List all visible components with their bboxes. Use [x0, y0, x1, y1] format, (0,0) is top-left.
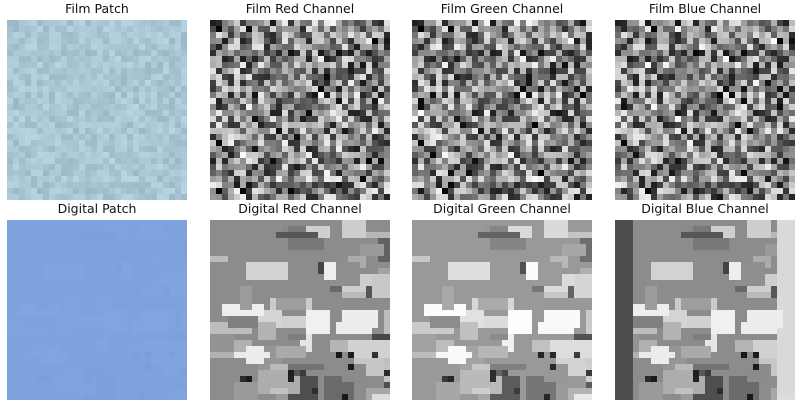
film-green-channel-title: Film Green Channel	[440, 1, 564, 16]
digital-green-channel-panel: Digital Green Channel	[412, 201, 592, 400]
digital-red-channel-title: Digital Red Channel	[238, 201, 362, 216]
film-patch-panel: Film Patch	[7, 1, 187, 200]
film-red-channel-panel: Film Red Channel	[210, 1, 390, 200]
film-blue-channel-panel: Film Blue Channel	[615, 1, 795, 200]
digital-blue-channel-panel: Digital Blue Channel	[615, 201, 795, 400]
film-patch-image	[7, 20, 187, 200]
film-blue-channel-title: Film Blue Channel	[648, 1, 762, 16]
digital-red-channel-image	[210, 220, 390, 400]
film-blue-channel-image	[615, 20, 795, 200]
digital-patch-panel: Digital Patch	[7, 201, 187, 400]
film-red-channel-title: Film Red Channel	[245, 1, 355, 16]
film-green-channel-image	[412, 20, 592, 200]
digital-green-channel-image	[412, 220, 592, 400]
film-patch-title: Film Patch	[65, 1, 129, 16]
film-red-channel-image	[210, 20, 390, 200]
digital-green-channel-title: Digital Green Channel	[433, 201, 571, 216]
film-green-channel-panel: Film Green Channel	[412, 1, 592, 200]
digital-red-channel-panel: Digital Red Channel	[210, 201, 390, 400]
digital-blue-channel-image	[615, 220, 795, 400]
digital-patch-title: Digital Patch	[57, 201, 137, 216]
digital-patch-image	[7, 220, 187, 400]
digital-blue-channel-title: Digital Blue Channel	[641, 201, 769, 216]
